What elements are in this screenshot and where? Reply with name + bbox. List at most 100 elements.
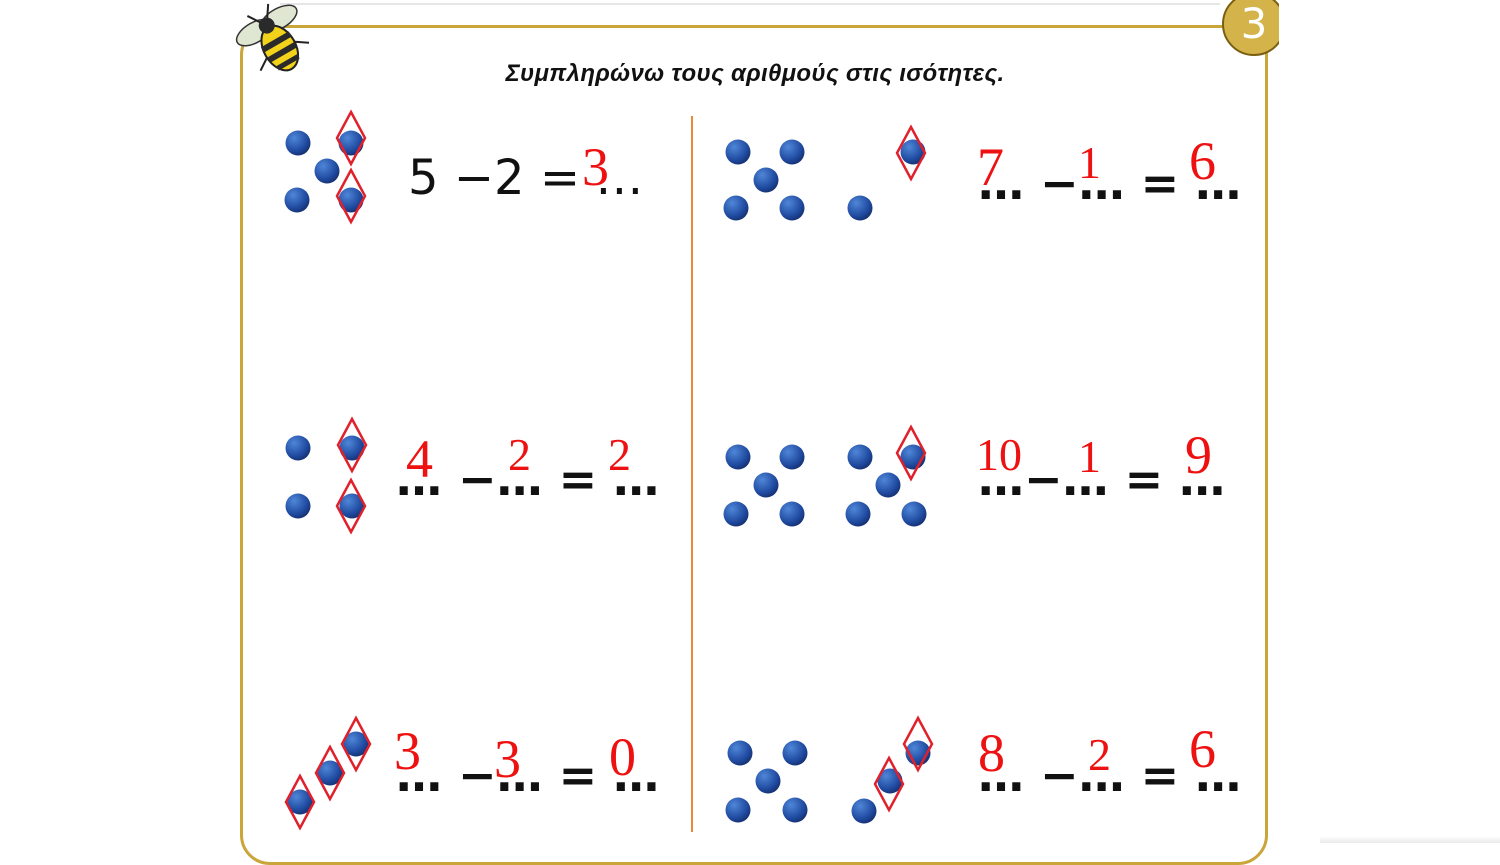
- eq3-blank-3: …: [613, 452, 660, 506]
- dot-icon: [900, 139, 926, 165]
- instruction-title: Συμπληρώνω τους αριθμούς στις ισότητες.: [505, 60, 1005, 87]
- diamond-crossout-icon: [902, 715, 934, 773]
- diamonds-layer: [284, 109, 934, 831]
- eq5-answer-2: 3: [494, 729, 521, 789]
- eq6-minus: −: [1040, 748, 1079, 802]
- dot-icon: [782, 797, 808, 823]
- dot-icon: [725, 797, 751, 823]
- diamond-crossout-icon: [336, 416, 368, 474]
- eq1-text: 5 −2 = …: [408, 154, 643, 202]
- eq2-minus: −: [1040, 156, 1079, 210]
- diamond-crossout-icon: [340, 715, 372, 773]
- eq4-answer-3: 9: [1185, 425, 1212, 485]
- dots-layer: [284, 130, 931, 824]
- eq6-text: … −… = …: [978, 752, 1241, 798]
- eq5-blank-1: …: [396, 748, 442, 802]
- eq2-blank-3: …: [1195, 156, 1242, 210]
- eq2-blank-1: …: [978, 156, 1024, 210]
- eq4-answer-2: 1: [1078, 431, 1101, 482]
- dot-icon: [338, 130, 364, 156]
- dot-icon: [285, 493, 311, 519]
- eq2-text: … −… = …: [978, 160, 1241, 206]
- dot-icon: [847, 444, 873, 470]
- eq5-answer-1: 3: [394, 721, 421, 781]
- eq3-text: … −… = …: [396, 456, 659, 502]
- eq2-answer-2: 1: [1078, 137, 1101, 188]
- dot-icon: [284, 187, 310, 213]
- eq1-sub: 2: [494, 150, 525, 206]
- eq5-eq: =: [558, 748, 598, 802]
- eq6-answer-2: 2: [1088, 729, 1111, 780]
- dot-icon: [877, 768, 903, 794]
- eq4-blank-1: …: [978, 452, 1024, 506]
- dot-icon: [314, 158, 340, 184]
- eq1-minus: −: [453, 150, 495, 206]
- eq3-blank-1: …: [396, 452, 442, 506]
- dot-icon: [287, 789, 313, 815]
- eq4-eq: =: [1124, 452, 1164, 506]
- dot-icon: [343, 731, 369, 757]
- dot-icon: [779, 139, 805, 165]
- eq6-answer-3: 6: [1189, 719, 1216, 779]
- diamond-crossout-icon: [335, 477, 367, 535]
- eq3-answer-1: 4: [406, 429, 433, 489]
- dot-icon: [723, 501, 749, 527]
- dot-icon: [725, 444, 751, 470]
- eq3-minus: −: [458, 452, 497, 506]
- diamond-crossout-icon: [895, 124, 927, 182]
- dot-icon: [727, 740, 753, 766]
- eq6-eq: =: [1140, 748, 1180, 802]
- dot-icon: [755, 768, 781, 794]
- diamond-crossout-icon: [335, 167, 367, 225]
- eq5-blank-2: …: [496, 748, 543, 802]
- diamond-crossout-icon: [284, 773, 316, 831]
- column-divider: [691, 116, 693, 832]
- eq5-answer-3: 0: [609, 727, 636, 787]
- dot-icon: [723, 195, 749, 221]
- dot-icon: [779, 501, 805, 527]
- eq1-answer: 3: [582, 137, 609, 197]
- eq6-blank-2: …: [1078, 748, 1125, 802]
- dot-icon: [779, 444, 805, 470]
- eq2-eq: =: [1140, 156, 1180, 210]
- dot-icon: [285, 130, 311, 156]
- eq2-answer-3: 6: [1189, 131, 1216, 191]
- dot-icon: [725, 139, 751, 165]
- page-number-badge: 3: [1222, 0, 1286, 56]
- eq4-blank-3: …: [1179, 452, 1226, 506]
- dot-icon: [782, 740, 808, 766]
- diamond-crossout-icon: [335, 109, 367, 167]
- dot-icon: [753, 472, 779, 498]
- dot-icon: [339, 493, 365, 519]
- dot-icon: [317, 760, 343, 786]
- page-corner-shadow: [1320, 836, 1500, 843]
- diamond-crossout-icon: [873, 755, 905, 813]
- dot-icon: [285, 435, 311, 461]
- eq6-blank-3: …: [1195, 748, 1242, 802]
- dot-icon: [845, 501, 871, 527]
- eq2-answer-1: 7: [977, 137, 1004, 197]
- eq1-blank: …: [595, 150, 644, 206]
- eq5-text: … −… = …: [396, 752, 659, 798]
- dot-icon: [851, 798, 877, 824]
- eq4-blank-2: …: [1062, 452, 1109, 506]
- counting-dots: [284, 109, 934, 831]
- top-rule: [280, 3, 1220, 5]
- diamond-crossout-icon: [314, 744, 346, 802]
- eq1-eq: =: [539, 150, 581, 206]
- eq5-minus: −: [458, 748, 497, 802]
- eq3-answer-2: 2: [508, 429, 531, 480]
- eq4-text: …−… = …: [978, 456, 1225, 502]
- eq6-blank-1: …: [978, 748, 1024, 802]
- badge-clip: [1279, 0, 1319, 70]
- eq6-answer-1: 8: [978, 723, 1005, 783]
- eq4-answer-1: 10: [976, 429, 1022, 480]
- dot-icon: [901, 501, 927, 527]
- eq5-blank-3: …: [613, 748, 660, 802]
- eq1-left: 5: [408, 150, 439, 206]
- eq3-blank-2: …: [496, 452, 543, 506]
- bee-icon: [235, 3, 310, 72]
- eq3-eq: =: [558, 452, 598, 506]
- dot-icon: [339, 435, 365, 461]
- diamond-crossout-icon: [895, 424, 927, 482]
